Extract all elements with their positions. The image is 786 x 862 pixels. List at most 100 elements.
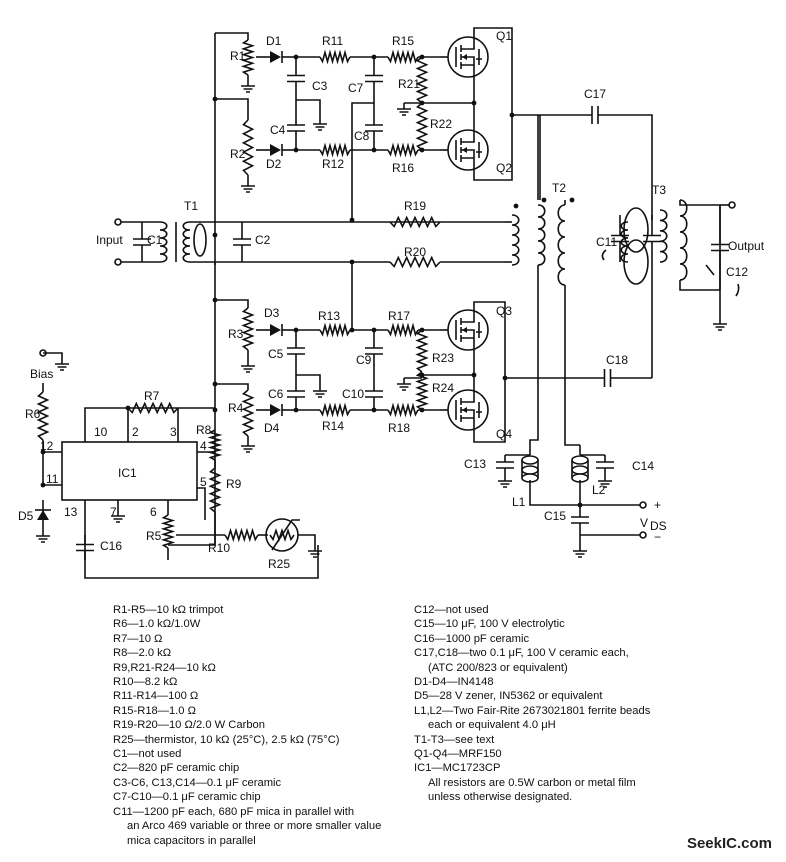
r21-resistor xyxy=(415,56,429,104)
t2-primary-1 xyxy=(511,214,520,266)
r14-resistor xyxy=(319,402,351,418)
ground-symbol xyxy=(397,378,411,391)
r3-label: R3 xyxy=(228,327,244,341)
ground-symbol xyxy=(111,510,125,523)
r23-label: R23 xyxy=(432,351,454,365)
junction-dot xyxy=(541,197,547,203)
ground-symbol xyxy=(498,475,512,488)
wire xyxy=(473,301,506,378)
r22-label: R22 xyxy=(430,117,452,131)
c14-capacitor xyxy=(596,455,614,475)
q1-label: Q1 xyxy=(496,29,512,43)
r15-label: R15 xyxy=(392,34,414,48)
ic1-pin-number: 11 xyxy=(46,472,59,486)
r19-label: R19 xyxy=(404,199,426,213)
r14-label: R14 xyxy=(322,419,344,433)
ground-symbol xyxy=(573,545,587,558)
c8-label: C8 xyxy=(354,129,370,143)
parts-list-line: Q1-Q4—MRF150 xyxy=(414,748,502,761)
wire xyxy=(529,330,539,455)
c2-label: C2 xyxy=(255,233,271,247)
c12-arrow xyxy=(705,264,715,276)
c15-capacitor xyxy=(571,505,589,535)
c8-capacitor xyxy=(365,106,383,150)
t1-primary xyxy=(159,221,168,263)
parts-list-line: R8—2.0 kΩ xyxy=(113,647,172,660)
parts-list-line: R7—10 Ω xyxy=(113,632,163,645)
d5-zener xyxy=(37,510,49,520)
r15-resistor xyxy=(387,49,419,65)
c3-capacitor xyxy=(287,57,305,100)
ground-symbol xyxy=(241,180,255,193)
l1-label: L1 xyxy=(512,495,526,509)
t2-primary-2 xyxy=(537,204,546,266)
r19-resistor xyxy=(389,215,441,229)
junction-dot xyxy=(569,197,575,203)
wire xyxy=(215,383,249,390)
ground-symbol xyxy=(241,440,255,453)
c3-label: C3 xyxy=(312,79,328,93)
parts-list-line: C15—10 μF, 100 V electrolytic xyxy=(414,618,565,631)
vds-subscript-label: DS xyxy=(650,519,667,533)
parts-list-line: C2—820 pF ceramic chip xyxy=(113,762,240,775)
junction-dot xyxy=(513,203,519,209)
ic1-pin-number: 6 xyxy=(150,505,157,519)
l2-label: L2 xyxy=(592,483,606,497)
ground-symbol xyxy=(36,530,50,543)
ground-symbol xyxy=(598,475,612,488)
ground-symbol xyxy=(308,545,322,558)
ground-symbol xyxy=(55,358,69,371)
r9-label: R9 xyxy=(226,477,242,491)
wire xyxy=(296,99,321,118)
r18-label: R18 xyxy=(388,421,410,435)
c4-label: C4 xyxy=(270,123,286,137)
c2-capacitor xyxy=(233,222,251,262)
wire xyxy=(473,115,513,181)
c13-capacitor xyxy=(496,455,514,475)
r21-label: R21 xyxy=(398,77,420,91)
wire xyxy=(529,480,640,506)
bias-label: Bias xyxy=(30,367,53,381)
r4-trimpot xyxy=(241,389,255,437)
c9-capacitor xyxy=(365,330,383,372)
ic1-chip xyxy=(61,441,198,501)
parts-list-line: D5—28 V zener, IN5362 or equivalent xyxy=(414,690,603,703)
ground-symbol xyxy=(313,118,327,131)
r2-label: R2 xyxy=(230,147,246,161)
c1-label: C1 xyxy=(147,233,163,247)
wire xyxy=(473,27,513,115)
c17-label: C17 xyxy=(584,87,606,101)
junction-dot xyxy=(349,259,355,265)
parts-list-line: R15-R18—1.0 Ω xyxy=(113,704,196,717)
q1-mosfet xyxy=(462,54,467,60)
ground-symbol xyxy=(241,360,255,373)
t1-secondary xyxy=(182,221,191,263)
c10-capacitor xyxy=(365,378,383,410)
q3-mosfet xyxy=(476,322,482,338)
d1-diode xyxy=(270,51,281,63)
vds-label: V xyxy=(640,516,648,530)
q3-label: Q3 xyxy=(496,304,512,318)
ground-symbol xyxy=(397,103,411,116)
watermark-text: SeekIC.com xyxy=(686,835,772,852)
c12-trim-mark xyxy=(735,283,740,297)
t3-secondary xyxy=(659,209,668,263)
output-terminal xyxy=(728,201,736,209)
c11-capacitor xyxy=(643,215,661,262)
c15-label: C15 xyxy=(544,509,566,523)
wire xyxy=(197,487,206,520)
r23-resistor xyxy=(415,329,429,373)
parts-list-line: C16—1000 pF ceramic xyxy=(414,632,530,645)
d1-label: D1 xyxy=(266,34,282,48)
parts-list-line: R25—thermistor, 10 kΩ (25°C), 2.5 kΩ (75… xyxy=(113,733,340,746)
c7-capacitor xyxy=(365,57,383,100)
r17-label: R17 xyxy=(388,309,410,323)
parts-list-line: R11-R14—100 Ω xyxy=(113,690,199,703)
c1-capacitor xyxy=(133,222,151,262)
q2-mosfet xyxy=(476,142,482,158)
c5-capacitor xyxy=(287,330,305,372)
wire xyxy=(298,534,316,545)
d3-diode xyxy=(270,324,281,336)
c14-label: C14 xyxy=(632,459,654,473)
